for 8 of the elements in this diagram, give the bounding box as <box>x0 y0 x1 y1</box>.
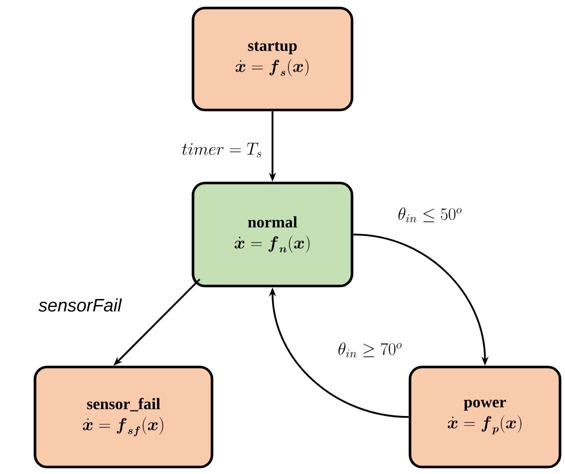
state-box: power $\dot{\boldsymbol{x}} = \boldsymbol{f}_{\boldsymbol{p}}(\boldsymbol{x})$ <box>408 366 562 468</box>
edge-label: $\theta_{in} \leq 50^{o}$ <box>396 206 464 224</box>
state-box: normal $\dot{\boldsymbol{x}} = \boldsymbol{f}_{\boldsymbol{n}}(\boldsymbol{x})$ <box>192 182 354 288</box>
edge-label: $\theta_{in} \geq 70^{o}$ <box>336 342 404 358</box>
state-box: startup $\dot{\boldsymbol{x}} = \boldsymbol{f}_{\boldsymbol{s}}(\boldsymbol{x})$ <box>192 6 354 112</box>
edge-label: sensorFail <box>37 297 123 313</box>
state-box: sensor_fail $\dot{\boldsymbol{x}} = \boldsymbol{f}_{\boldsymbol{sf}}(\boldsymbol{x})$ <box>34 366 214 468</box>
edge-label: $timer = T_{s}$ <box>180 142 264 158</box>
